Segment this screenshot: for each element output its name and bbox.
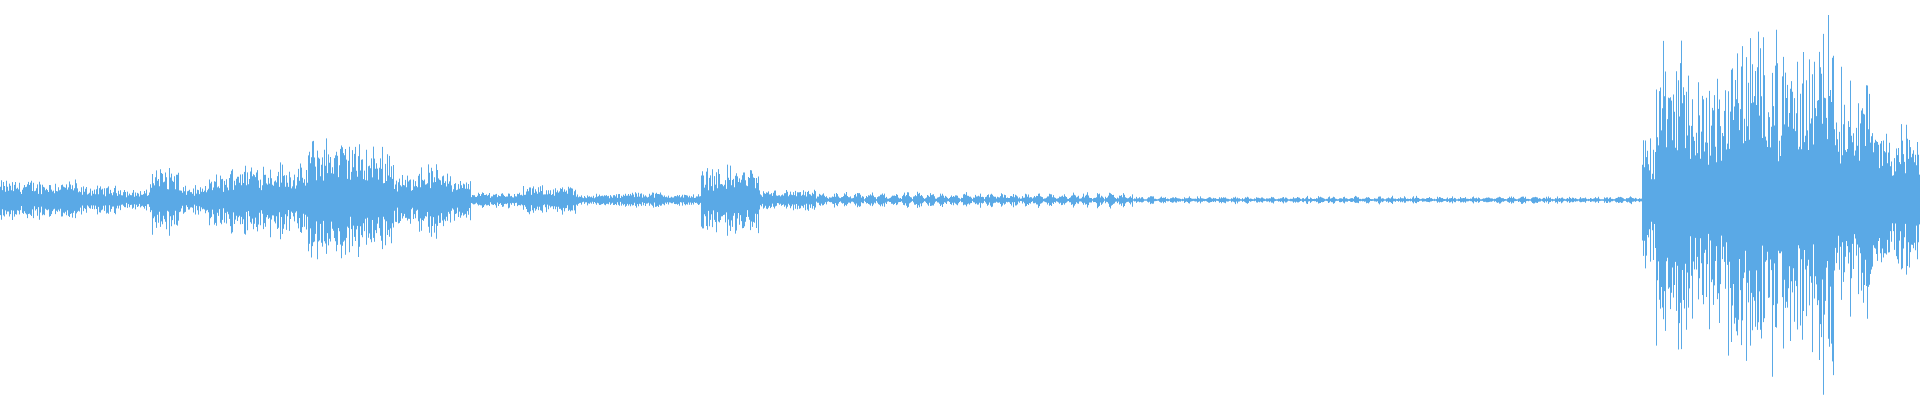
waveform-bars bbox=[0, 15, 1920, 395]
